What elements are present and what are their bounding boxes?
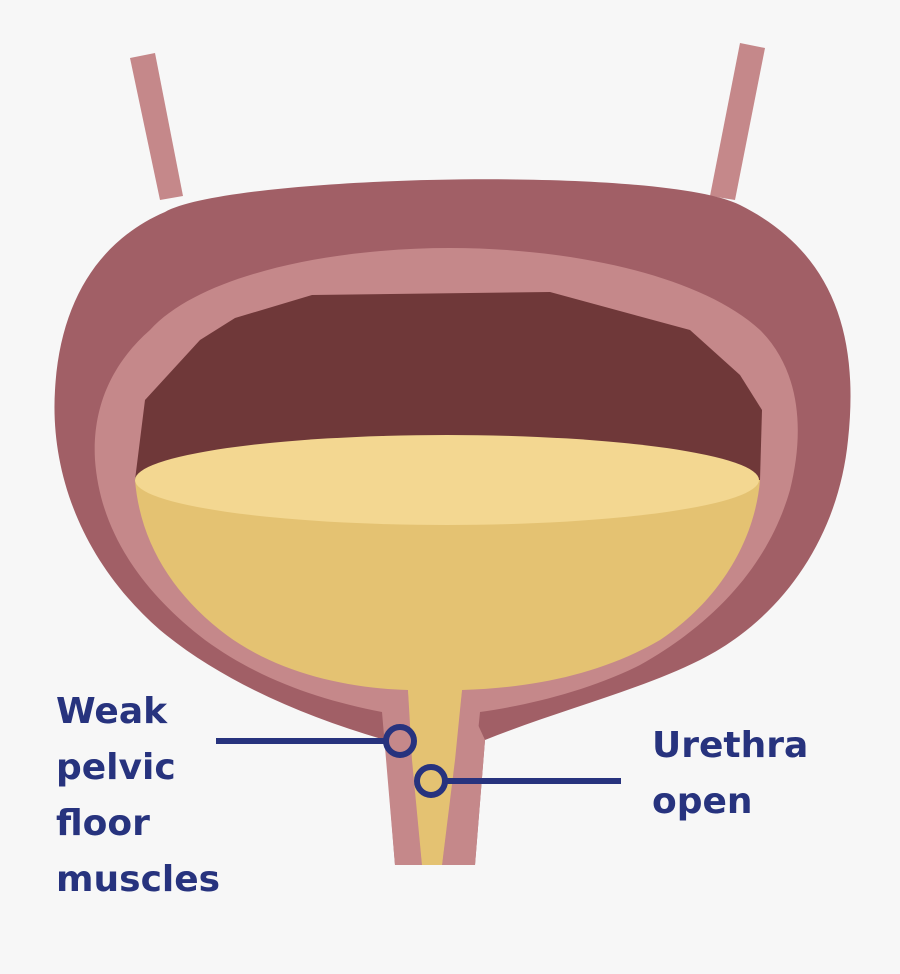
label-line: Urethra (652, 725, 809, 766)
weak-muscles-pointer-marker (383, 724, 417, 758)
right-ureter (710, 43, 765, 200)
urethra-right-wall (442, 690, 485, 865)
urethra-channel (408, 690, 462, 865)
urethra-left-wall (385, 690, 422, 865)
weak-pelvic-floor-label: Weak pelvic floor muscles (56, 684, 220, 908)
label-line: pelvic (56, 747, 176, 788)
urine (135, 480, 760, 865)
label-line: floor (56, 803, 150, 844)
left-ureter (130, 53, 183, 200)
urine-surface (135, 435, 759, 525)
urethra-open-label: Urethra open (652, 718, 808, 830)
label-line: muscles (56, 859, 221, 900)
label-line: Weak (56, 691, 168, 732)
bladder-cavity (135, 292, 762, 480)
label-line: open (652, 781, 753, 822)
